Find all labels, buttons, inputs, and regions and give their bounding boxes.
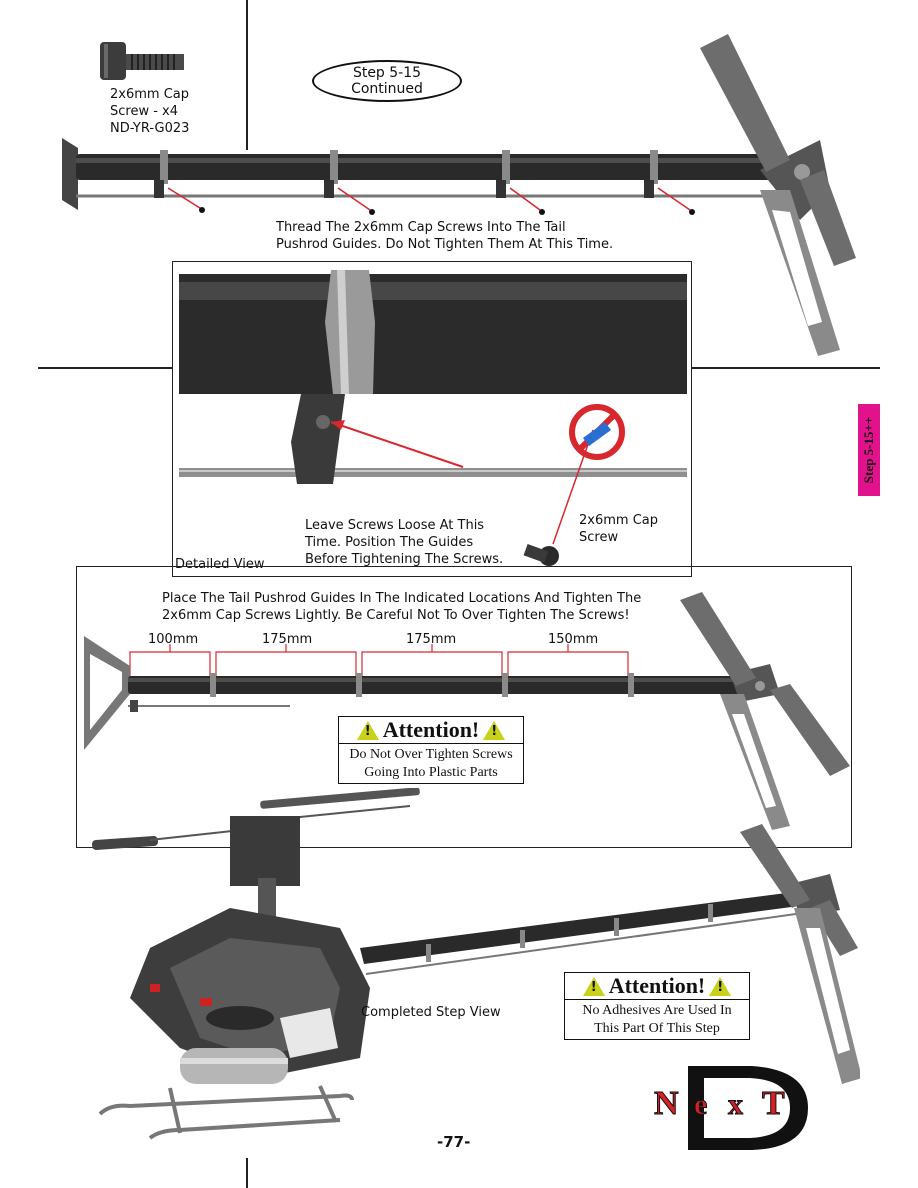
placement-frame <box>76 566 852 848</box>
detail-view-illustration <box>179 270 687 566</box>
step-badge-line2: Continued <box>351 81 423 97</box>
svg-text:T: T <box>762 1085 785 1122</box>
svg-text:x: x <box>728 1088 743 1121</box>
detail-note-line1: Leave Screws Loose At This <box>305 518 485 533</box>
right-horizontal-rule <box>692 367 880 369</box>
dimension-label: 175mm <box>262 632 313 647</box>
step-side-tab: Step 5-15++ <box>858 404 880 496</box>
thread-instruction-line2: Pushrod Guides. Do Not Tighten Them At T… <box>276 237 614 252</box>
warning-icon: ! <box>709 976 732 996</box>
detail-screw-line2: Screw <box>579 530 619 545</box>
attention-box-header: ! Attention! ! <box>565 973 749 1000</box>
screw-label-line3: ND-YR-G023 <box>110 121 190 136</box>
screw-label-line1: 2x6mm Cap <box>110 87 189 102</box>
detail-view-caption: Detailed View <box>175 557 265 572</box>
screw-label-line2: Screw - x4 <box>110 104 179 119</box>
attention-box-header: ! Attention! ! <box>339 717 523 744</box>
attention-box-plastic: ! Attention! ! Do Not Over Tighten Screw… <box>338 716 524 784</box>
left-horizontal-rule <box>38 367 172 369</box>
place-instruction-line2: 2x6mm Cap Screws Lightly. Be Careful Not… <box>162 608 630 623</box>
dimension-label: 150mm <box>548 632 599 647</box>
place-instruction-line1: Place The Tail Pushrod Guides In The Ind… <box>162 591 642 606</box>
svg-text:e: e <box>694 1088 707 1121</box>
detail-screw-line1: 2x6mm Cap <box>579 513 658 528</box>
step-badge: Step 5-15 Continued <box>312 60 462 102</box>
detail-note-line3: Before Tightening The Screws. <box>305 552 504 567</box>
warning-icon: ! <box>582 976 605 996</box>
svg-text:N: N <box>654 1085 679 1122</box>
attention-body: Do Not Over Tighten Screws Going Into Pl… <box>339 744 523 782</box>
attention-box-adhesives: ! Attention! ! No Adhesives Are Used In … <box>564 972 750 1040</box>
next-logo: N e x T <box>654 1066 808 1150</box>
warning-icon: ! <box>483 720 506 740</box>
step-badge-line1: Step 5-15 <box>352 65 422 81</box>
attention-title: Attention! <box>608 973 706 998</box>
detail-screw-label: 2x6mm Cap Screw <box>579 512 658 546</box>
detail-view-panel: Leave Screws Loose At This Time. Positio… <box>172 261 692 577</box>
step-side-tab-label: Step 5-15++ <box>861 416 876 484</box>
attention-line2: This Part Of This Step <box>594 1021 720 1036</box>
warning-icon: ! <box>356 720 379 740</box>
screw-label: 2x6mm Cap Screw - x4 ND-YR-G023 <box>110 86 189 137</box>
cap-screw-icon <box>100 42 184 80</box>
attention-line1: Do Not Over Tighten Screws <box>349 747 513 762</box>
attention-line1: No Adhesives Are Used In <box>582 1003 732 1018</box>
bottom-vertical-rule <box>246 1158 248 1188</box>
completed-step-caption: Completed Step View <box>361 1005 501 1020</box>
attention-line2: Going Into Plastic Parts <box>364 765 498 780</box>
dimension-label: 100mm <box>148 632 199 647</box>
place-instruction: Place The Tail Pushrod Guides In The Ind… <box>162 590 641 624</box>
top-vertical-rule <box>246 0 248 150</box>
dimension-label: 175mm <box>406 632 457 647</box>
attention-body: No Adhesives Are Used In This Part Of Th… <box>565 1000 749 1038</box>
page-number: -77- <box>437 1133 471 1151</box>
tail-boom-placement-illustration <box>84 592 850 830</box>
detail-note-line2: Time. Position The Guides <box>305 535 474 550</box>
tail-boom-top-illustration <box>62 34 856 356</box>
completed-helicopter-illustration <box>92 788 860 1140</box>
thread-instruction-line1: Thread The 2x6mm Cap Screws Into The Tai… <box>276 220 566 235</box>
thread-instruction: Thread The 2x6mm Cap Screws Into The Tai… <box>276 219 613 253</box>
detail-view-note: Leave Screws Loose At This Time. Positio… <box>305 517 503 568</box>
attention-title: Attention! <box>382 717 480 742</box>
